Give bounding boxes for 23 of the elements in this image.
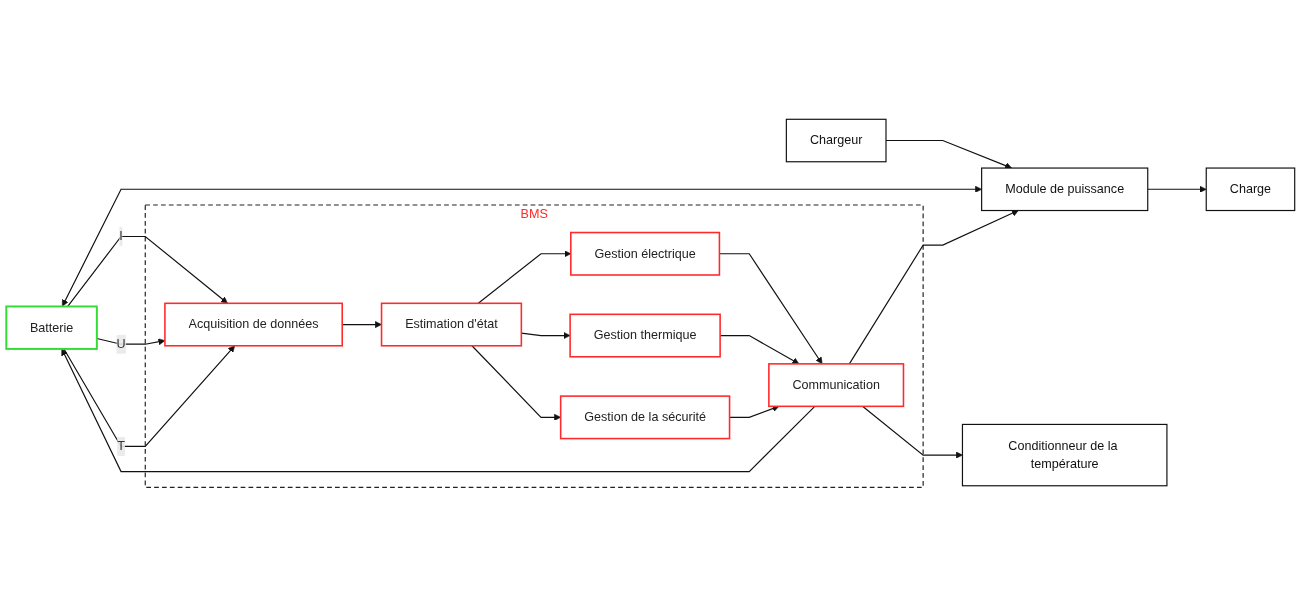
node-box: Communication — [768, 363, 905, 408]
arrow — [62, 186, 982, 307]
node-box: Gestion thermique — [569, 313, 721, 358]
edge-label: U — [116, 337, 126, 351]
edge-label: I — [119, 229, 123, 243]
node-box: Conditionneur de la température — [961, 424, 1168, 487]
arrow — [67, 236, 228, 308]
node-box: Batterie — [5, 305, 98, 351]
node-box: Module de puissance — [981, 167, 1149, 212]
arrow — [471, 345, 561, 421]
node-box: Gestion de la sécurité — [559, 395, 731, 440]
arrow — [63, 345, 235, 448]
node-box: Acquisition de données — [164, 302, 343, 347]
node-box: Chargeur — [785, 118, 887, 163]
arrow — [61, 348, 816, 473]
node-box: Charge — [1205, 167, 1296, 212]
node-box: Estimation d'état — [380, 302, 523, 347]
arrow — [848, 210, 1019, 365]
arrow — [885, 140, 1012, 170]
arrow — [861, 405, 963, 459]
arrow — [1147, 186, 1207, 193]
node-box: Gestion électrique — [570, 231, 721, 276]
edge-label: T — [117, 439, 125, 453]
